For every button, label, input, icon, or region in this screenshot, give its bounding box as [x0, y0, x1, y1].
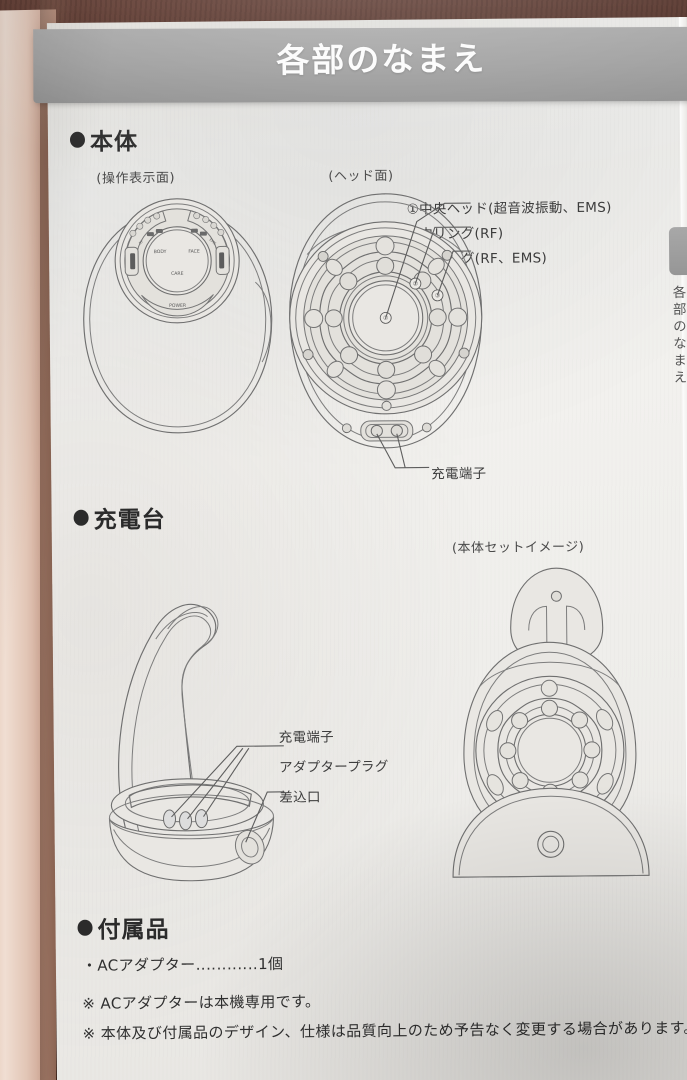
- page-title: 各部のなまえ: [276, 38, 487, 80]
- panel-label-care: CARE: [171, 271, 184, 277]
- accessory-note-2: ※ 本体及び付属品のデザイン、仕様は品質向上のため予告なく変更する場合があります…: [82, 1018, 687, 1043]
- head-number-1: ①: [383, 315, 388, 322]
- accessory-note-1: ※ ACアダプターは本機専用です。: [82, 992, 321, 1013]
- device-head-diagram: ① ② ③: [276, 181, 499, 483]
- panel-label-ems: EMS: [208, 238, 217, 247]
- caption-set-image: (本体セットイメージ): [451, 539, 585, 557]
- bullet-icon-accessories: [77, 919, 93, 936]
- manual-page: 各部のなまえ 各部のなまえ 本体 (操作表示面) (ヘッド面) ①中央ヘッド(超…: [33, 16, 687, 1080]
- section-heading-accessories-text: 付属品: [97, 916, 170, 944]
- panel-label-face: FACE: [188, 249, 200, 255]
- head-number-2: ②: [413, 281, 419, 288]
- panel-label-body: BODY: [154, 249, 167, 255]
- accessory-item-ac-adapter: ・ACアダプター‥‥‥‥‥‥1個: [81, 954, 284, 975]
- bullet-icon-stand: [73, 509, 89, 526]
- section-heading-body: 本体: [69, 122, 139, 157]
- head-number-3: ③: [435, 292, 440, 299]
- charging-stand-diagram: [67, 565, 330, 887]
- section-heading-body-text: 本体: [89, 129, 139, 156]
- bullet-icon: [69, 131, 86, 148]
- section-heading-accessories: 付属品: [77, 910, 170, 945]
- caption-operation-panel: (操作表示面): [96, 170, 176, 187]
- set-image-diagram: [432, 557, 665, 889]
- side-tab-label: 各部のなまえ: [669, 284, 687, 388]
- panel-label-power: POWER: [169, 303, 187, 309]
- section-heading-stand-text: 充電台: [93, 506, 166, 534]
- panel-label-rf: RF: [138, 239, 144, 245]
- device-body-diagram: BODY FACE CARE POWER RF EMS: [58, 186, 311, 458]
- section-heading-stand: 充電台: [73, 500, 166, 535]
- side-tab-marker: [668, 226, 687, 276]
